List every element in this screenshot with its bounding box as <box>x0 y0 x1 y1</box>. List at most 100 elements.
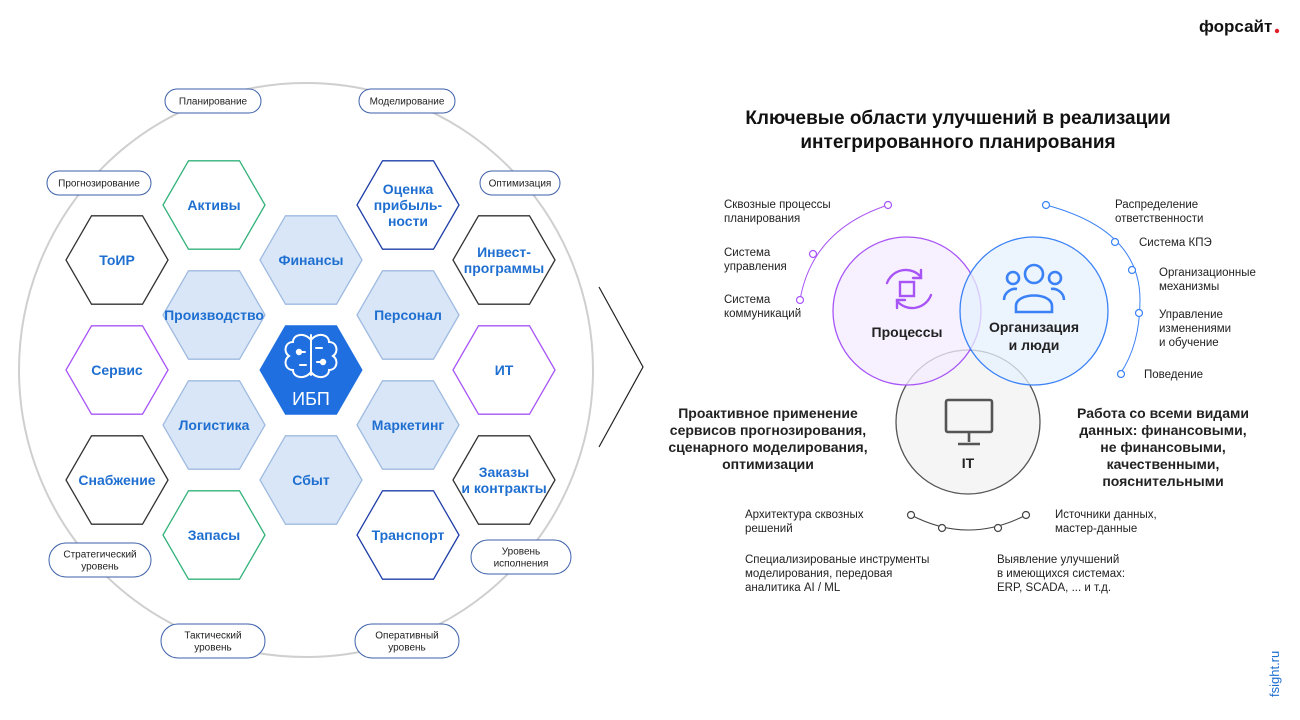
pill-shape <box>479 170 561 196</box>
pill-label: Моделирование <box>370 97 445 108</box>
hex-label: Транспорт <box>372 527 445 543</box>
pill-label: Прогнозирование <box>58 179 140 190</box>
hex-label: ИТ <box>495 362 514 378</box>
pill-shape <box>470 539 572 575</box>
hex-shape <box>162 380 266 470</box>
site-url[interactable]: fsight.ru <box>1267 651 1282 697</box>
hex-shape <box>162 160 266 250</box>
hex-label: Инвест-программы <box>464 244 544 276</box>
pill-modelirovanie: Моделирование <box>358 88 456 114</box>
hex-it: ИТ <box>452 325 556 415</box>
hex-shape <box>259 215 363 305</box>
monitor-icon <box>944 398 994 446</box>
hex-label: ТоИР <box>99 252 135 268</box>
hex-zapasy: Запасы <box>162 490 266 580</box>
pill-optimizatsiya: Оптимизация <box>479 170 561 196</box>
hex-toir: ТоИР <box>65 215 169 305</box>
hex-finansy: Финансы <box>259 215 363 305</box>
hex-shape <box>452 325 556 415</box>
hex-shape <box>65 435 169 525</box>
hex-label: Сбыт <box>292 472 330 488</box>
arc-node-icon <box>795 295 805 305</box>
hex-shape <box>452 435 556 525</box>
arc-node-icon <box>1041 200 1051 210</box>
org-arc <box>1045 204 1141 375</box>
pill-label: Оптимизация <box>489 179 552 190</box>
hex-shape <box>356 380 460 470</box>
hex-label: Активы <box>187 197 240 213</box>
venn-circle-shape <box>832 236 982 386</box>
ibp-center-hex: ИБП <box>259 325 363 415</box>
pill-shape <box>164 88 262 114</box>
hex-label: Производство <box>164 307 264 323</box>
hex-shape <box>452 215 556 305</box>
hex-shape <box>356 160 460 250</box>
hex-aktivy: Активы <box>162 160 266 250</box>
pill-planirovanie: Планирование <box>164 88 262 114</box>
hex-label: Сервис <box>91 362 143 378</box>
org-item: Поведение <box>1144 369 1203 381</box>
arc-node-icon <box>1116 369 1126 379</box>
arc-node-icon <box>808 249 818 259</box>
hex-marketing: Маркетинг <box>356 380 460 470</box>
arc-node-icon <box>1127 265 1137 275</box>
hex-transport: Транспорт <box>356 490 460 580</box>
arc-node-icon <box>1021 510 1031 520</box>
arc-node-icon <box>883 200 893 210</box>
hex-shape <box>356 490 460 580</box>
forsight-logo: форсайт <box>1199 17 1280 36</box>
hex-label: Запасы <box>188 527 241 543</box>
it-arc <box>910 514 1027 531</box>
outer-ring <box>18 82 594 658</box>
arc-node-icon <box>1110 237 1120 247</box>
hex-invest: Инвест-программы <box>452 215 556 305</box>
hex-shape <box>356 270 460 360</box>
hex-logistika: Логистика <box>162 380 266 470</box>
hex-shape <box>65 215 169 305</box>
it-item: Источники данных,мастер-данные <box>1055 509 1157 535</box>
hex-label: Персонал <box>374 307 442 323</box>
center-label: ИБП <box>292 389 330 409</box>
arc-node-icon <box>1134 308 1144 318</box>
hex-shape <box>259 435 363 525</box>
process-arc <box>799 204 889 301</box>
pill-shape <box>358 88 456 114</box>
venn-circle-protsessy: Процессы <box>832 236 982 386</box>
arc-node-icon <box>993 523 1003 533</box>
hex-label: Маркетинг <box>372 417 445 433</box>
hex-sbyt: Сбыт <box>259 435 363 525</box>
venn-circle-it: IT <box>895 349 1041 495</box>
hex-label: Логистика <box>179 417 250 433</box>
cycle-icon <box>885 268 933 310</box>
pill-shape <box>160 623 266 659</box>
hex-proizvodstvo: Производство <box>162 270 266 360</box>
chevron-right-icon <box>598 286 644 448</box>
pill-prognozirovanie: Прогнозирование <box>46 170 152 196</box>
venn-label: IT <box>962 455 975 471</box>
logo-text: форсайт <box>1199 17 1272 36</box>
hex-snabzhenie: Снабжение <box>65 435 169 525</box>
pill-shape <box>48 542 152 578</box>
